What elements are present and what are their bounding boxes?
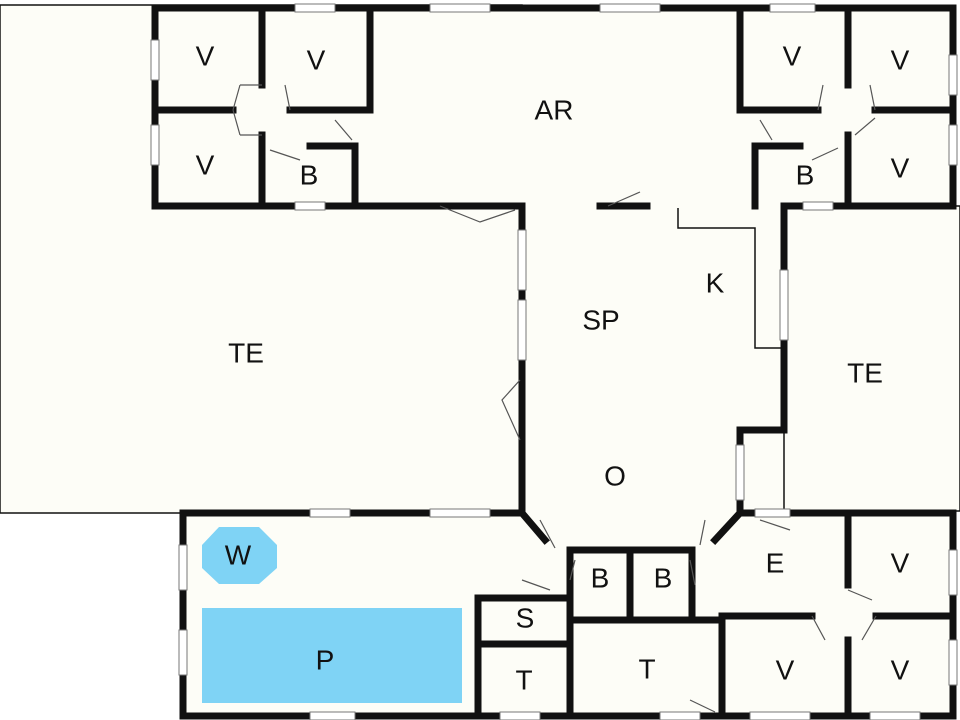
pool-shape bbox=[202, 608, 462, 703]
label-sp: SP bbox=[582, 304, 619, 335]
living-area bbox=[522, 206, 784, 546]
label-v-tl-3: V bbox=[196, 149, 215, 180]
label-b-bottom-1: B bbox=[591, 562, 610, 593]
label-te-left: TE bbox=[228, 337, 264, 368]
label-v-tl-2: V bbox=[307, 44, 326, 75]
label-p: P bbox=[316, 644, 335, 675]
label-v-tr-2: V bbox=[891, 44, 910, 75]
label-v-br-3: V bbox=[891, 654, 910, 685]
label-v-br-1: V bbox=[891, 547, 910, 578]
label-v-tr-1: V bbox=[783, 40, 802, 71]
label-v-tl-1: V bbox=[196, 40, 215, 71]
whirlpool-shape bbox=[202, 527, 277, 584]
label-b-top-right: B bbox=[796, 159, 815, 190]
label-b-bottom-2: B bbox=[654, 562, 673, 593]
windows bbox=[150, 3, 958, 720]
label-o: O bbox=[604, 460, 626, 491]
room-labels: AR SP K O TE TE E W P S T T B B B B V V … bbox=[196, 40, 910, 695]
label-w: W bbox=[225, 539, 252, 570]
label-s: S bbox=[516, 602, 535, 633]
label-ar: AR bbox=[535, 94, 574, 125]
label-t-small: T bbox=[515, 664, 532, 695]
label-k: K bbox=[706, 267, 725, 298]
door-swings bbox=[232, 84, 877, 713]
label-te-right: TE bbox=[847, 357, 883, 388]
label-t-large: T bbox=[638, 653, 655, 684]
label-e: E bbox=[766, 547, 785, 578]
label-v-br-2: V bbox=[776, 654, 795, 685]
kitchen-counter bbox=[677, 208, 782, 349]
label-b-top-left: B bbox=[300, 159, 319, 190]
label-v-tr-3: V bbox=[891, 152, 910, 183]
